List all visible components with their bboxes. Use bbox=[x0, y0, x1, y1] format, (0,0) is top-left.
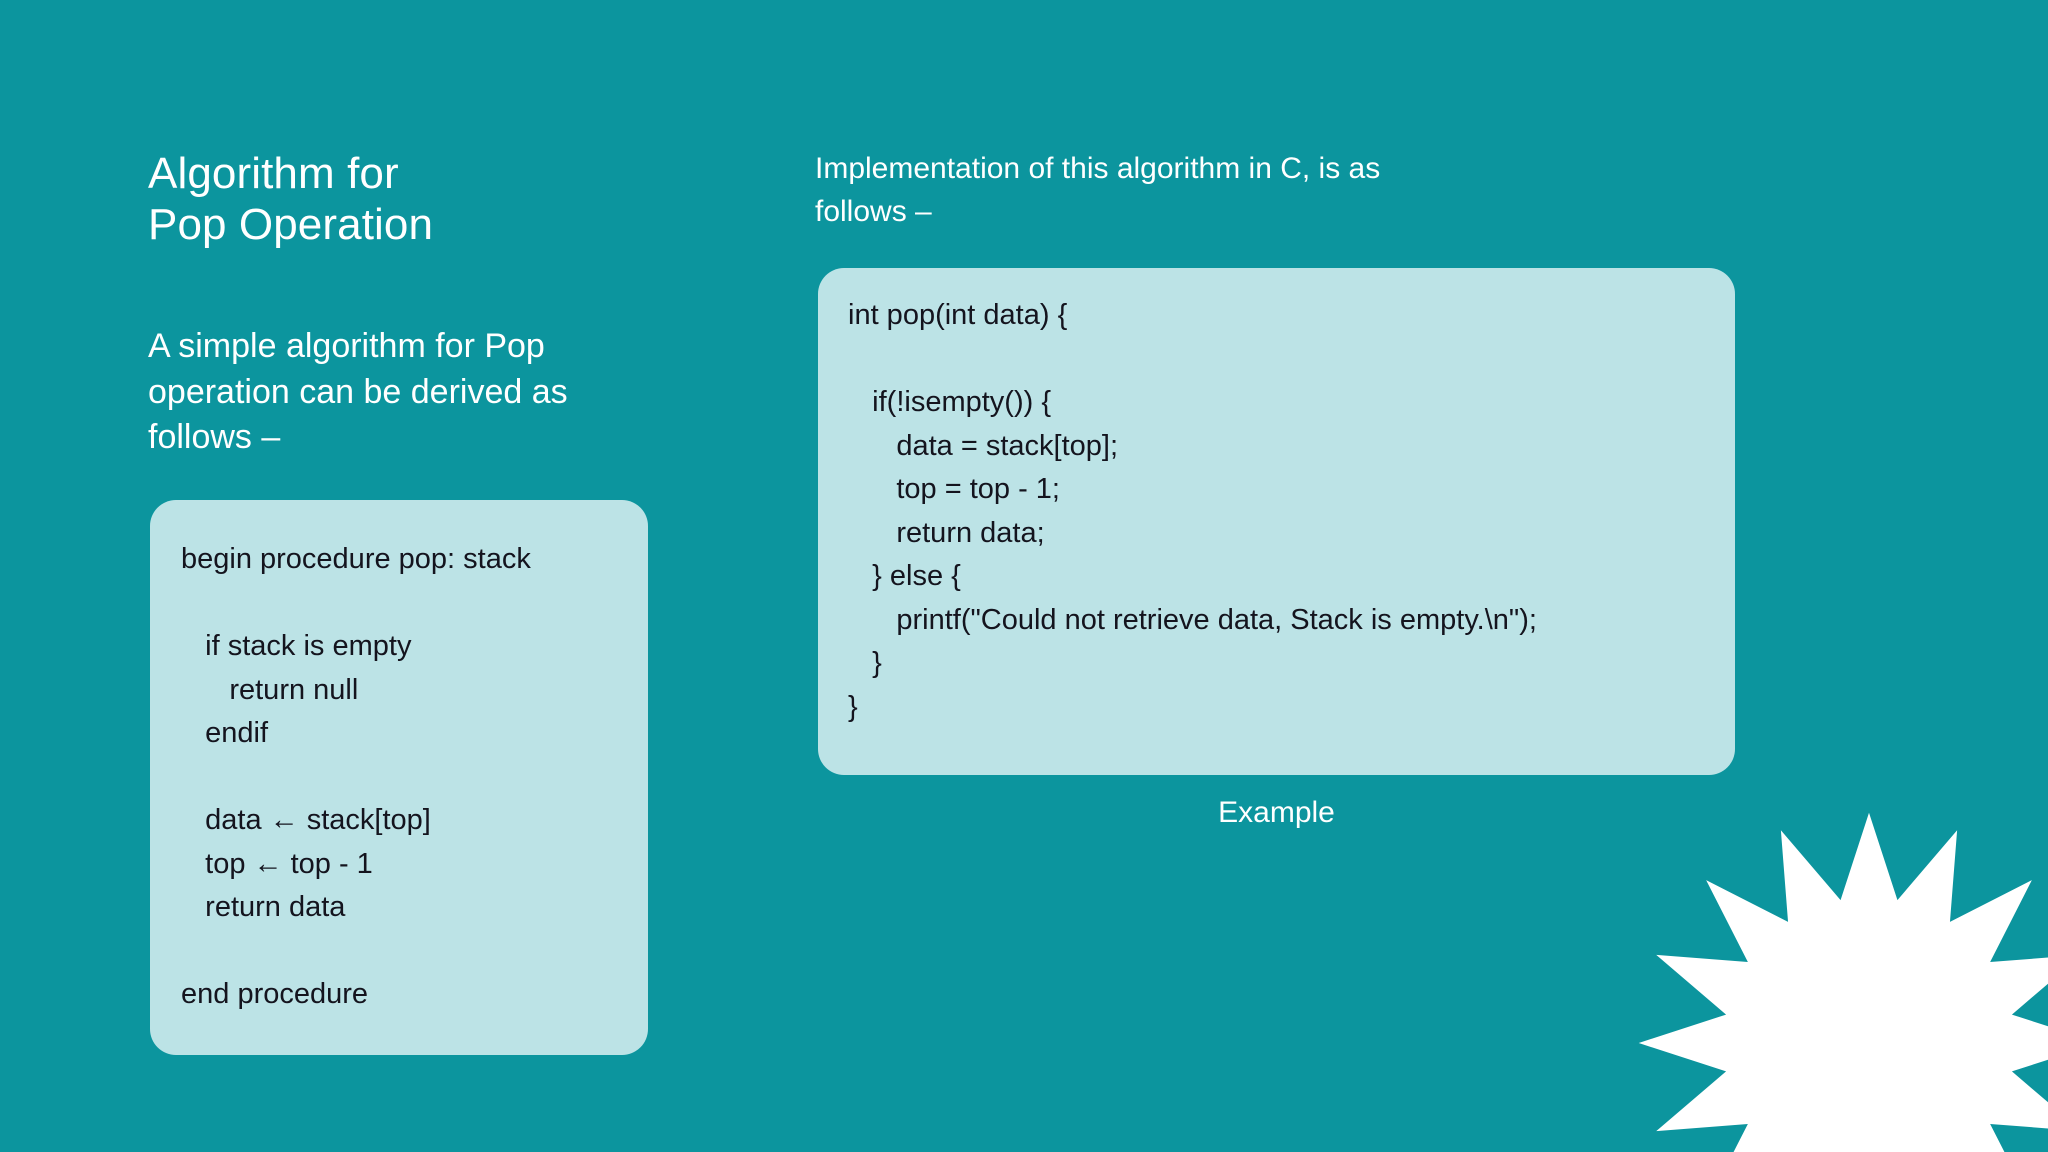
c-code-text: int pop(int data) { if(!isempty()) { dat… bbox=[848, 299, 1537, 723]
pseudocode-text: begin procedure pop: stack if stack is e… bbox=[181, 543, 531, 1010]
left-intro-text: A simple algorithm for Pop operation can… bbox=[148, 327, 568, 457]
c-code-card: int pop(int data) { if(!isempty()) { dat… bbox=[818, 268, 1735, 775]
example-caption: Example bbox=[1218, 796, 1335, 829]
pseudocode-card: begin procedure pop: stack if stack is e… bbox=[150, 500, 648, 1055]
right-intro-text: Implementation of this algorithm in C, i… bbox=[815, 152, 1381, 228]
starburst-icon bbox=[1638, 812, 2048, 1152]
page-title: Algorithm for Pop Operation bbox=[148, 149, 434, 250]
left-column: Algorithm for Pop Operation A simple alg… bbox=[148, 148, 668, 461]
